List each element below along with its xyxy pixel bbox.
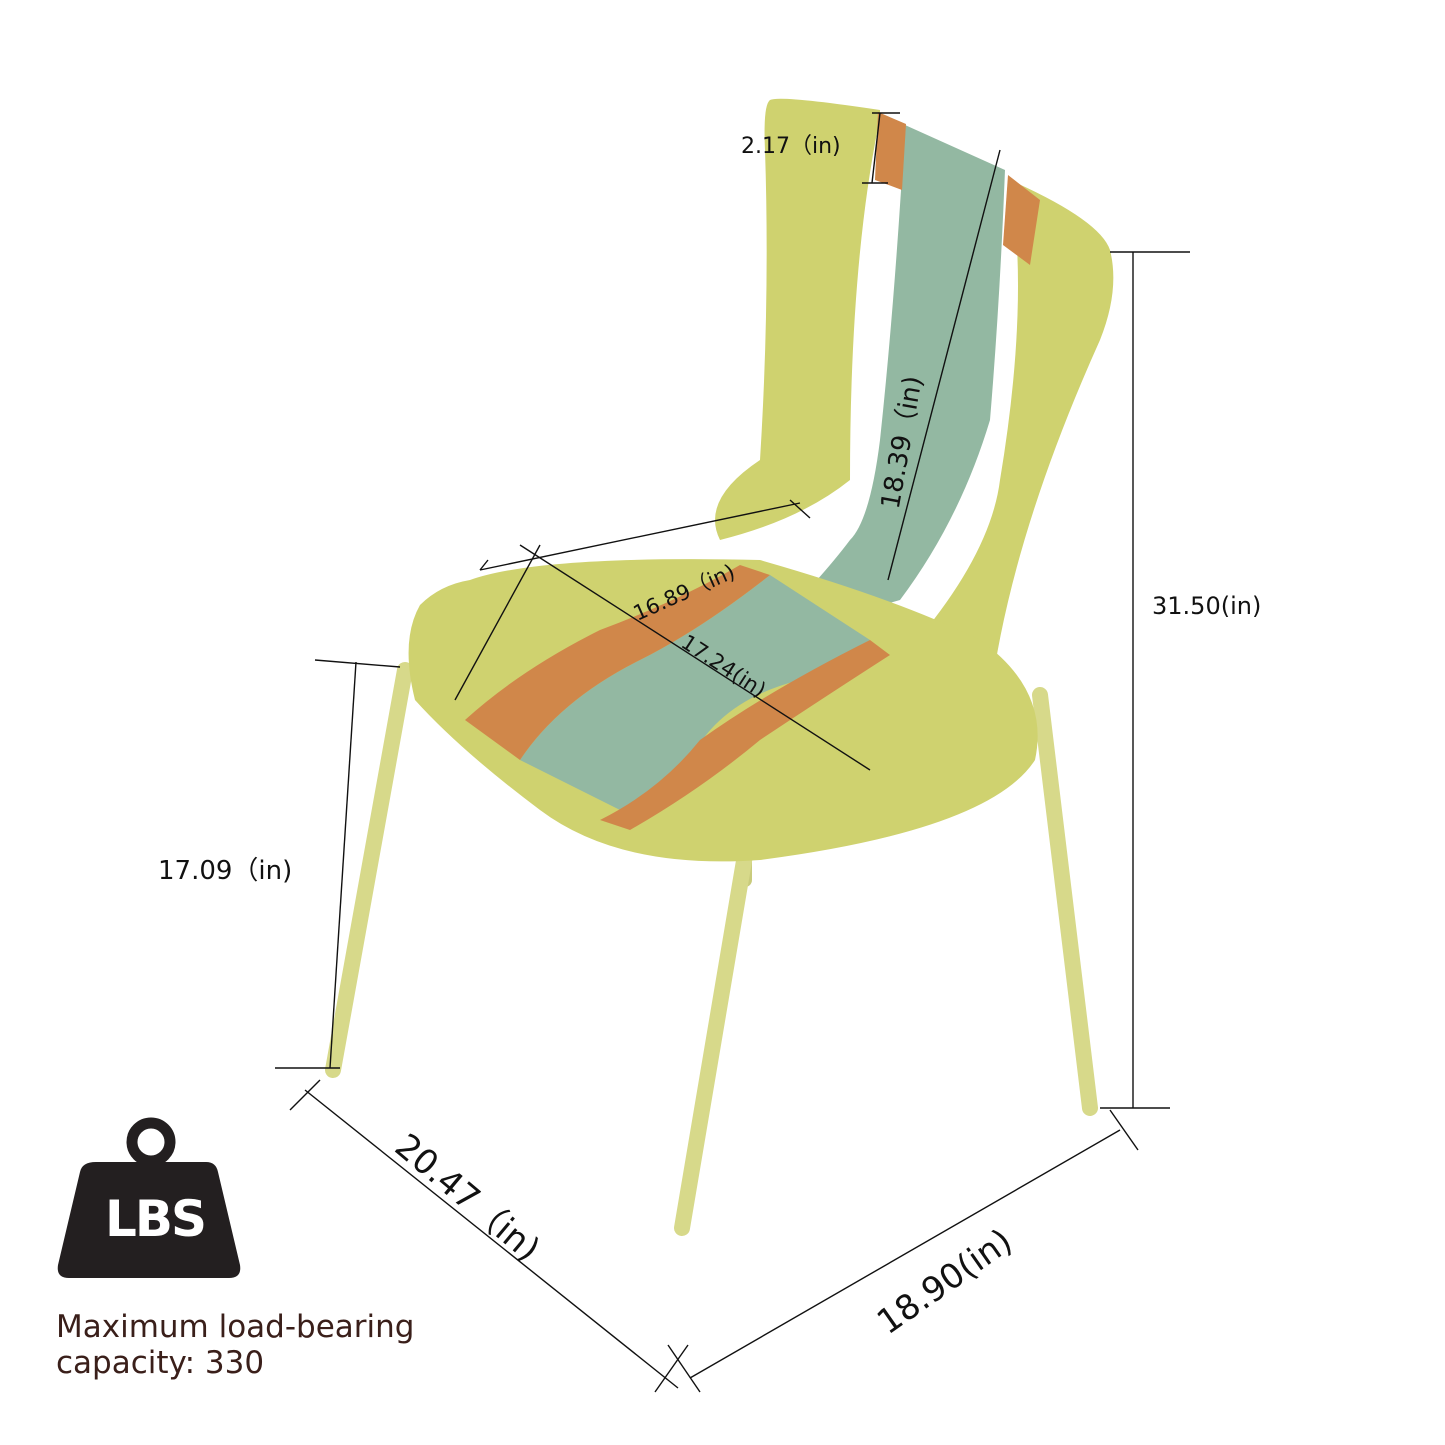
backrest-right-panel <box>900 180 1114 700</box>
backrest-orange-stripe-right <box>1003 175 1040 265</box>
seat-orange-stripe-left <box>465 565 770 760</box>
seat-height-label: 17.09（in) <box>158 856 293 886</box>
weight-icon-text: LBS <box>105 1190 207 1248</box>
total-height-label: 31.50(in) <box>1152 592 1262 620</box>
seat-teal-stripe <box>520 575 870 810</box>
front-left-leg <box>325 662 413 1078</box>
seat-orange-stripe-right <box>600 640 890 830</box>
capacity-caption-line1: Maximum load-bearing <box>56 1309 415 1345</box>
dimension-lines <box>275 112 1190 1393</box>
weight-icon <box>57 1117 241 1278</box>
stripe-width-label: 2.17（in) <box>741 134 841 159</box>
backrest-center-stripe <box>760 125 1005 640</box>
back-left-leg <box>742 840 1102 1112</box>
backrest-left-panel <box>715 98 880 540</box>
backrest-orange-stripe-left <box>875 112 906 190</box>
capacity-caption-line2: capacity: 330 <box>56 1345 265 1381</box>
front-center-leg <box>674 847 753 1236</box>
back-right-leg <box>1032 687 1098 1116</box>
